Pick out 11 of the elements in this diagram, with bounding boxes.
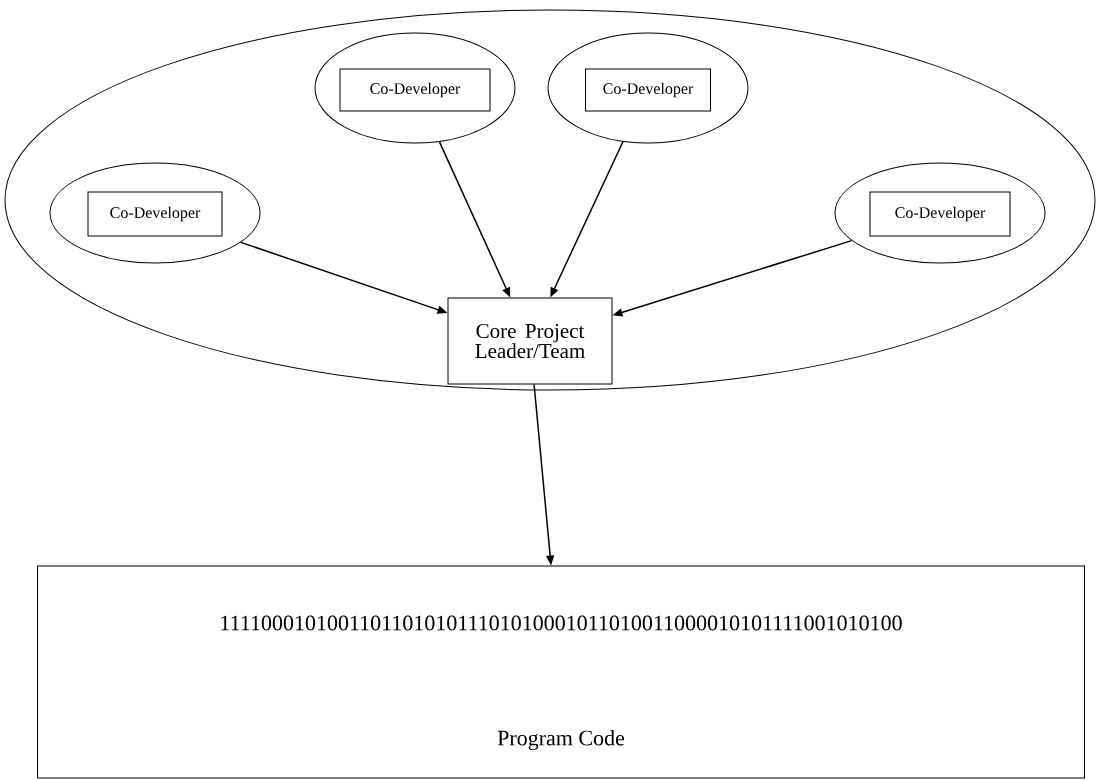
text-box: Core Project Leader/Team <box>447 297 613 385</box>
text-box: Co-Developer <box>585 68 711 112</box>
text-box: Co-Developer <box>87 191 223 237</box>
ellipse-shape <box>4 9 1096 391</box>
ellipse-shape <box>49 162 261 264</box>
code-box: 111100010100110110101011101010001011010011000010101111001010100 Program Code <box>37 565 1085 779</box>
text-box: Co-Developer <box>339 68 491 112</box>
text-box: Co-Developer <box>869 191 1011 237</box>
ellipse-shape <box>547 32 749 144</box>
ellipse-shape <box>314 32 516 144</box>
ellipse-shape <box>834 162 1046 264</box>
